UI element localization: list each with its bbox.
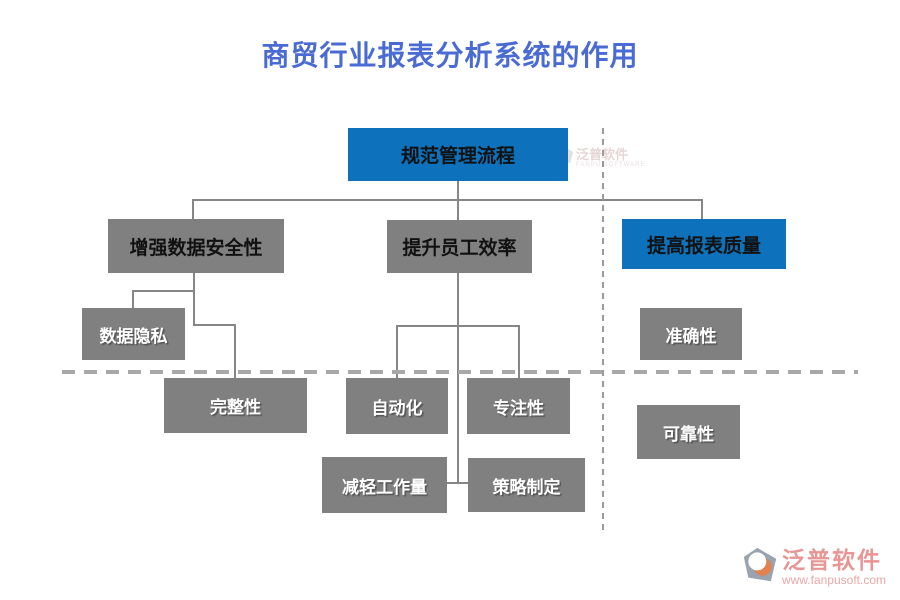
connector-efficiency-stem bbox=[457, 273, 459, 484]
node-root: 规范管理流程 bbox=[348, 128, 568, 181]
connector-privacy-horizontal bbox=[132, 290, 194, 292]
node-integrity: 完整性 bbox=[164, 378, 307, 433]
node-strategy-label: 策略制定 bbox=[492, 477, 561, 497]
vertical-dashed-divider bbox=[602, 128, 604, 530]
fanpu-logo-icon bbox=[742, 547, 778, 588]
connector-focus-drop bbox=[518, 325, 520, 378]
watermark-url-text: www.fanpusoft.com bbox=[781, 573, 886, 588]
node-accuracy-label: 准确性 bbox=[665, 326, 717, 346]
node-quality-label: 提高报表质量 bbox=[646, 235, 761, 257]
node-automation-label: 自动化 bbox=[371, 398, 423, 418]
node-quality: 提高报表质量 bbox=[622, 219, 786, 269]
node-workload: 减轻工作量 bbox=[322, 457, 447, 513]
watermark-brand-text: 泛普软件 bbox=[576, 146, 629, 162]
node-root-label: 规范管理流程 bbox=[400, 146, 515, 167]
connector-automation-focus-horizontal bbox=[396, 325, 520, 327]
connector-drop-security bbox=[192, 199, 194, 220]
connector-integrity-horizontal bbox=[193, 324, 236, 326]
connector-security-stem bbox=[193, 273, 195, 325]
watermark-caption-text: FANPU SOFTWARE bbox=[576, 161, 646, 168]
connector-workload-strategy-horizontal bbox=[446, 482, 469, 484]
watermark-bottom: 泛普软件 www.fanpusoft.com bbox=[742, 547, 886, 588]
connector-main-horizontal bbox=[192, 199, 703, 201]
node-focus-label: 专注性 bbox=[493, 398, 544, 418]
node-integrity-label: 完整性 bbox=[210, 398, 261, 417]
node-accuracy: 准确性 bbox=[640, 308, 742, 360]
node-focus: 专注性 bbox=[467, 378, 570, 434]
connector-drop-efficiency bbox=[457, 199, 459, 221]
connector-automation-drop bbox=[396, 325, 398, 378]
page-title: 商贸行业报表分析系统的作用 bbox=[261, 40, 639, 71]
connector-drop-quality bbox=[701, 199, 703, 220]
node-security-label: 增强数据安全性 bbox=[129, 237, 263, 259]
node-workload-label: 减轻工作量 bbox=[342, 477, 427, 497]
node-automation: 自动化 bbox=[346, 378, 448, 434]
horizontal-dashed-divider bbox=[62, 370, 858, 374]
node-reliability-label: 可靠性 bbox=[663, 424, 714, 444]
watermark-brand-text: 泛普软件 bbox=[781, 547, 882, 574]
watermark-top: 泛普软件 FANPU SOFTWARE bbox=[556, 146, 645, 169]
node-strategy: 策略制定 bbox=[468, 458, 585, 512]
node-reliability: 可靠性 bbox=[637, 405, 740, 459]
node-privacy: 数据隐私 bbox=[82, 308, 185, 360]
node-efficiency: 提升员工效率 bbox=[387, 220, 532, 273]
node-privacy-label: 数据隐私 bbox=[99, 326, 168, 346]
node-security: 增强数据安全性 bbox=[108, 219, 284, 273]
connector-privacy-drop bbox=[132, 290, 134, 308]
node-efficiency-label: 提升员工效率 bbox=[402, 238, 517, 259]
connector-root-stem bbox=[457, 181, 459, 200]
connector-integrity-drop bbox=[234, 324, 236, 378]
